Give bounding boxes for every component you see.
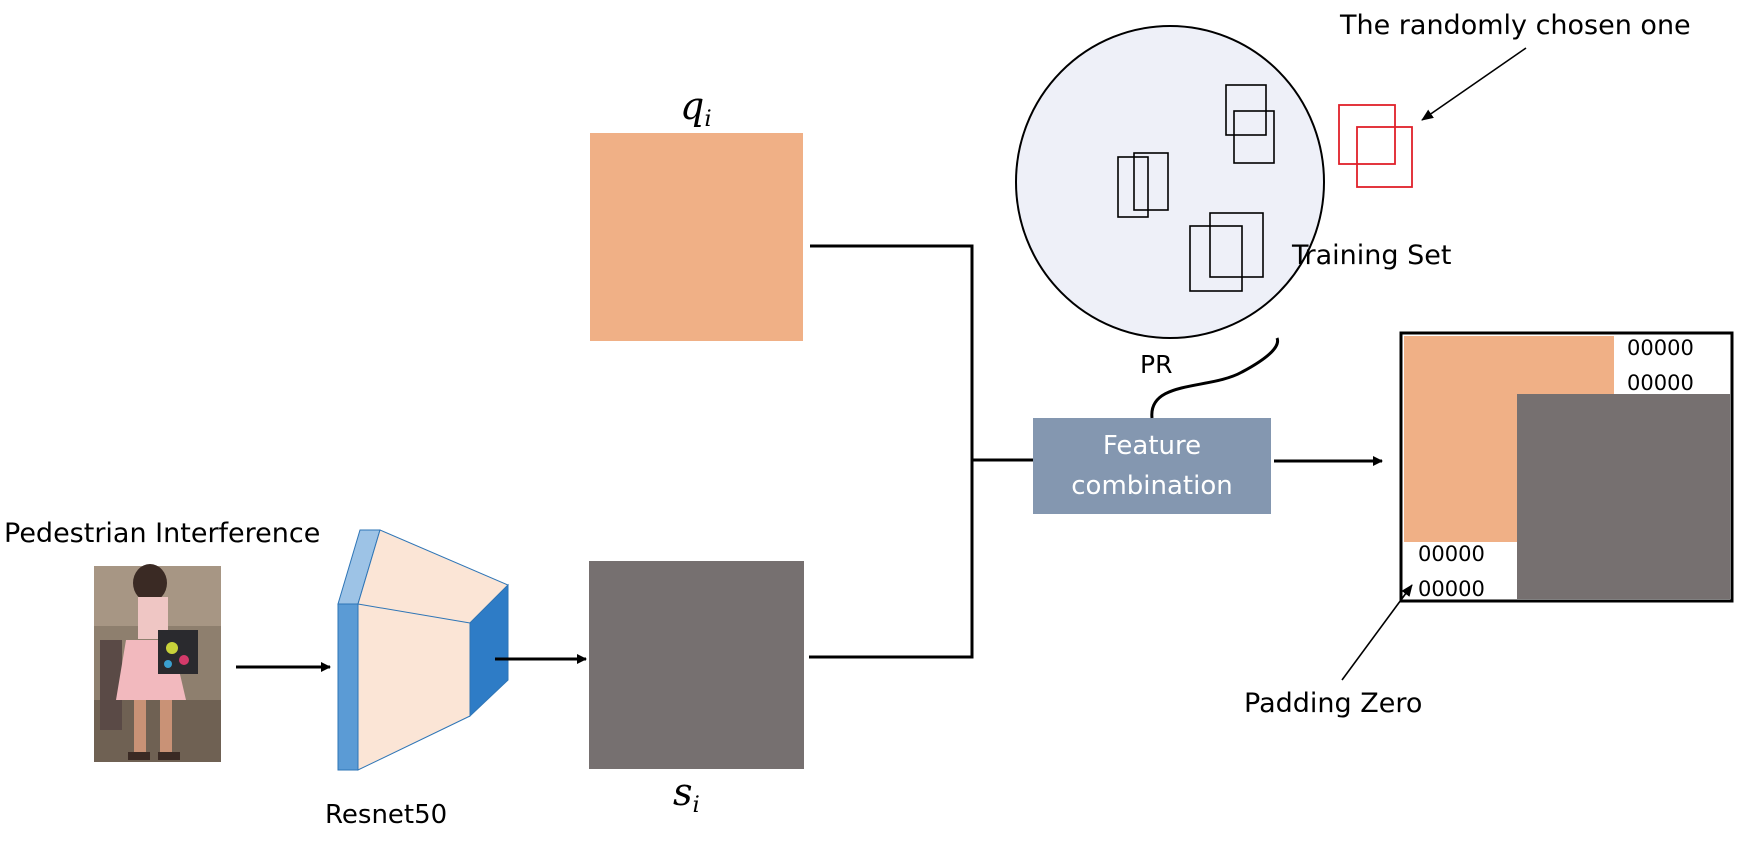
resnet-label: Resnet50 <box>325 800 448 830</box>
s-feature-block <box>589 561 804 769</box>
training-set-label: Training Set <box>1292 240 1452 271</box>
q-subscript: i <box>704 105 712 132</box>
resnet-block <box>337 529 509 771</box>
s-subscript: i <box>692 791 700 818</box>
pr-label: PR <box>1140 350 1173 379</box>
s-feature-label: si <box>673 770 700 818</box>
chosen-sample <box>1338 104 1413 188</box>
zeros-bottom-line-2: 00000 <box>1418 577 1485 601</box>
training-set-ellipse <box>1015 25 1325 339</box>
arrow-to-chosen <box>1421 47 1527 121</box>
q-feature-label: qi <box>680 84 712 132</box>
s-symbol: s <box>673 770 693 814</box>
feature-combination-line-1: Feature <box>1102 431 1202 461</box>
zeros-top-line-2: 00000 <box>1627 371 1694 395</box>
randomly-chosen-label: The randomly chosen one <box>1340 10 1691 41</box>
zeros-bottom: 00000 00000 <box>1418 537 1485 607</box>
zeros-bottom-line-1: 00000 <box>1418 542 1485 566</box>
feature-combination-label: Feature combination <box>1033 426 1271 506</box>
zeros-top-line-1: 00000 <box>1627 336 1694 360</box>
output-s-part <box>1517 394 1730 599</box>
arrow-to-padding <box>1341 584 1413 681</box>
padding-zero-label: Padding Zero <box>1244 688 1423 719</box>
feature-combination-box <box>1033 418 1271 514</box>
zeros-top: 00000 00000 <box>1627 331 1694 401</box>
feature-combination-line-2: combination <box>1071 471 1233 501</box>
pedestrian-interference-label: Pedestrian Interference <box>4 518 321 549</box>
pedestrian-image <box>94 564 221 762</box>
connector-q <box>809 244 974 659</box>
training-samples <box>1117 84 1275 292</box>
q-feature-block <box>590 133 803 341</box>
pr-connector <box>1150 337 1280 419</box>
q-symbol: q <box>680 84 705 128</box>
